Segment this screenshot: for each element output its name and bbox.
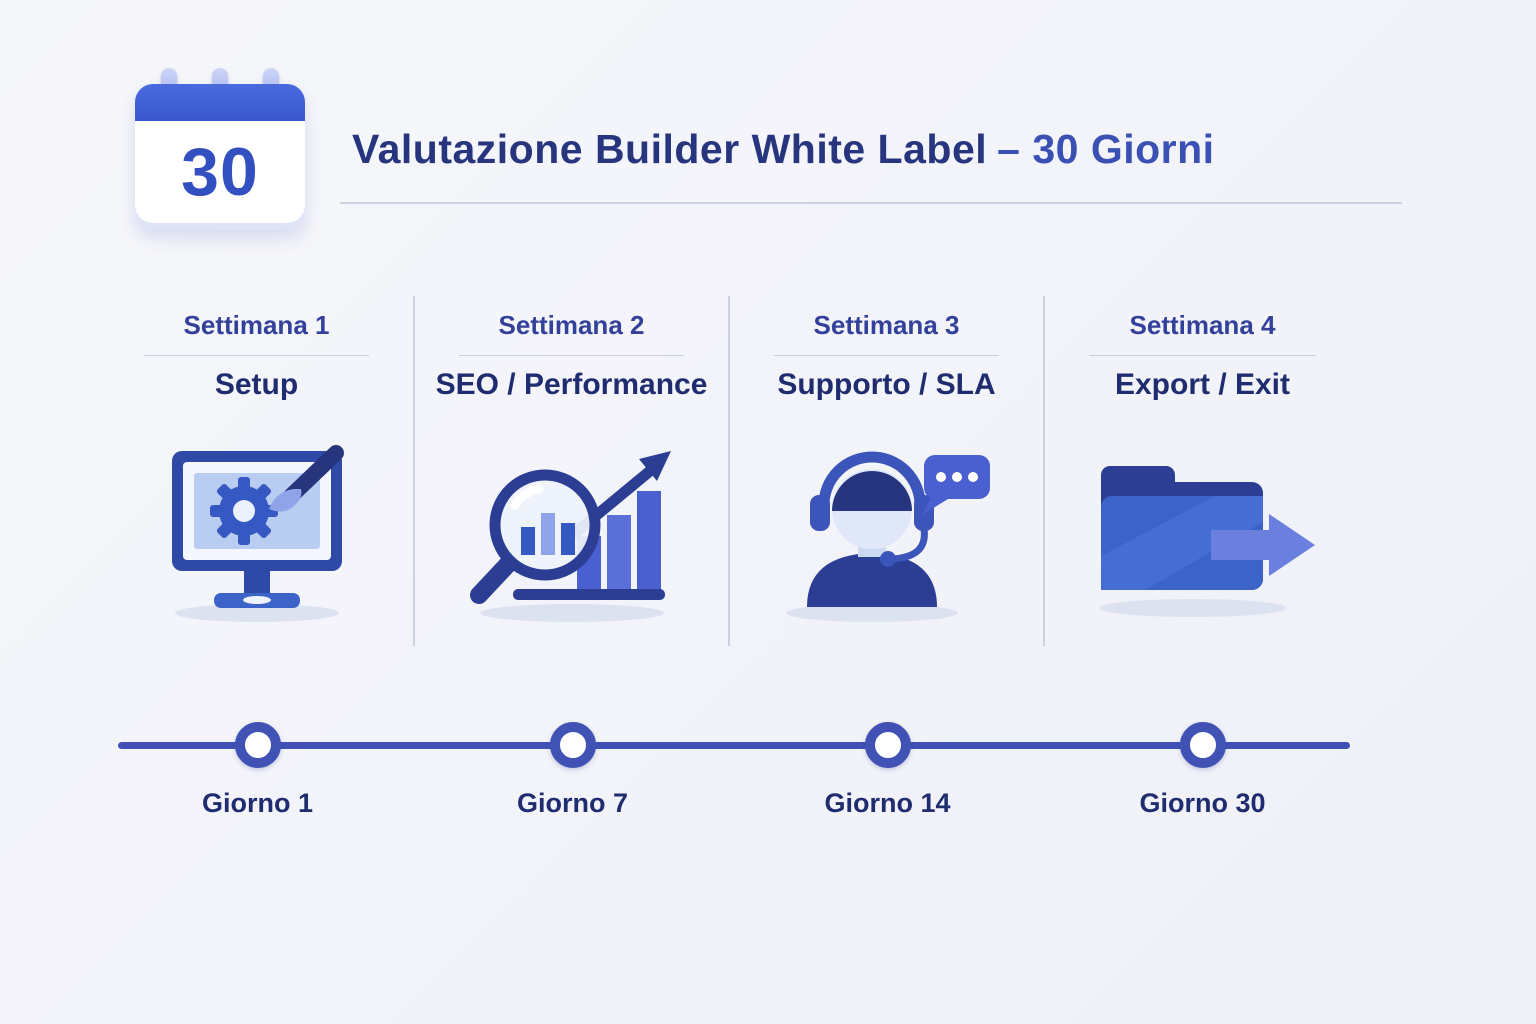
phase-label: Setup <box>214 368 299 401</box>
timeline-line <box>118 742 1350 749</box>
phase-label: Export / Exit <box>1114 368 1291 401</box>
column-week-1: Settimana 1 Setup <box>100 296 415 646</box>
column-week-3: Settimana 3 Supporto / SLA <box>730 296 1045 646</box>
timeline-node-day-14 <box>864 722 911 768</box>
timeline-node-day-30 <box>1179 722 1226 768</box>
column-week-2: Settimana 2 SEO / Performance <box>415 296 730 646</box>
calendar-number: 30 <box>181 133 259 210</box>
milestone-label: Giorno 14 <box>824 788 951 818</box>
week-label: Settimana 3 <box>813 310 960 340</box>
week-divider <box>1089 355 1316 356</box>
support-agent-icon <box>730 426 1043 631</box>
week-columns: Settimana 1 Setup <box>100 296 1360 646</box>
page-title: Valutazione Builder White Label– 30 Gior… <box>352 126 1215 173</box>
timeline-labels: Giorno 1 Giorno 7 Giorno 14 Giorno 30 <box>100 788 1360 819</box>
week-label: Settimana 2 <box>498 310 645 340</box>
milestone-label: Giorno 1 <box>201 788 313 818</box>
milestone-label: Giorno 30 <box>1139 788 1266 818</box>
seo-magnifier-chart-icon <box>415 426 728 631</box>
title-divider <box>340 202 1402 204</box>
milestone-label: Giorno 7 <box>516 788 628 818</box>
week-divider <box>143 355 370 356</box>
week-label: Settimana 1 <box>183 310 330 340</box>
column-week-4: Settimana 4 Export / Exit <box>1045 296 1360 646</box>
phase-label: Supporto / SLA <box>777 368 996 401</box>
week-divider <box>458 355 685 356</box>
calendar-icon: 30 <box>135 68 305 230</box>
week-divider <box>773 355 1000 356</box>
setup-monitor-icon <box>100 426 413 631</box>
timeline <box>100 716 1360 774</box>
page-title-accent: – 30 Giorni <box>997 126 1215 172</box>
phase-label: SEO / Performance <box>435 368 708 401</box>
folder-export-icon <box>1045 426 1360 631</box>
timeline-node-day-7 <box>549 722 596 768</box>
page-title-main: Valutazione Builder White Label <box>352 126 988 172</box>
calendar-header-band <box>135 84 305 121</box>
week-label: Settimana 4 <box>1129 310 1276 340</box>
timeline-node-day-1 <box>234 722 281 768</box>
